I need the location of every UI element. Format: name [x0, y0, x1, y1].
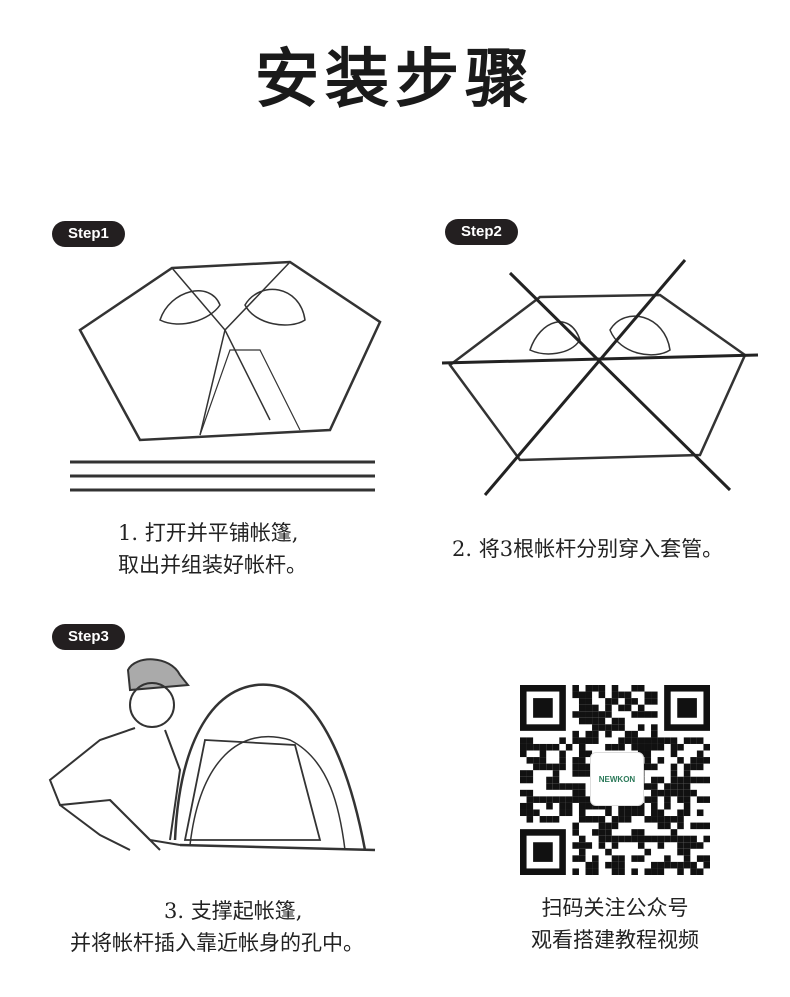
step1-caption-line1: 1. 打开并平铺帐篷, [118, 521, 299, 545]
step2-badge: Step2 [445, 219, 518, 245]
step2-caption-line1: 2. 将3根帐杆分别穿入套管。 [452, 537, 724, 561]
step1-caption-line2: 取出并组装好帐杆。 [118, 553, 307, 577]
qr-caption: 扫码关注公众号 观看搭建教程视频 [480, 892, 750, 956]
flat-tent-with-poles-icon [70, 260, 382, 492]
step3-caption-line1: 3. 支撑起帐篷, [164, 899, 303, 923]
step3-badge: Step3 [52, 624, 125, 650]
brand-logo: NEWKON [590, 752, 644, 806]
person-pitching-tent-icon [48, 658, 376, 852]
qr-caption-line2: 观看搭建教程视频 [531, 928, 699, 952]
qr-caption-line1: 扫码关注公众号 [541, 896, 689, 920]
page-title: 安装步骤 [255, 43, 535, 117]
brand-logo-text: NEWKON [598, 774, 636, 784]
step1-badge: Step1 [52, 221, 125, 247]
step3-caption-line2: 并将帐杆插入靠近帐身的孔中。 [70, 931, 364, 955]
tent-poles-crossed-icon [441, 259, 759, 496]
